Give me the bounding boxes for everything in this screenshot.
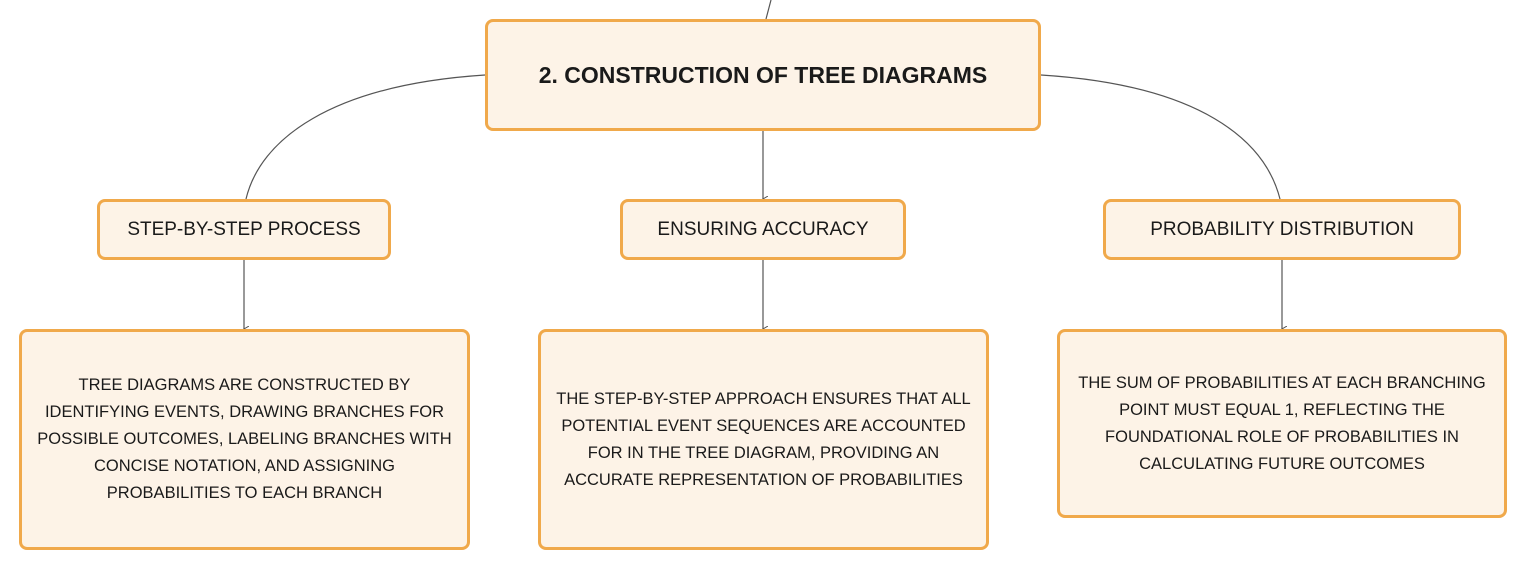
detail-node-probability-distribution[interactable]: THE SUM OF PROBABILITIES AT EACH BRANCHI… — [1057, 329, 1507, 518]
branch-node-label: ENSURING ACCURACY — [657, 218, 869, 240]
connector-root-to-step-by-step — [245, 74, 486, 200]
branch-node-ensuring-accuracy[interactable]: ENSURING ACCURACY — [620, 199, 906, 260]
branch-node-label: STEP-BY-STEP PROCESS — [127, 218, 361, 240]
detail-node-text: THE STEP-BY-STEP APPROACH ENSURES THAT A… — [556, 389, 971, 489]
detail-node-ensuring-accuracy[interactable]: THE STEP-BY-STEP APPROACH ENSURES THAT A… — [538, 329, 989, 550]
root-node[interactable]: 2. CONSTRUCTION OF TREE DIAGRAMS — [485, 19, 1041, 131]
branch-node-probability-distribution[interactable]: PROBABILITY DISTRIBUTION — [1103, 199, 1461, 260]
detail-node-step-by-step-process[interactable]: TREE DIAGRAMS ARE CONSTRUCTED BY IDENTIF… — [19, 329, 470, 550]
connector-parent-to-root — [765, 0, 772, 20]
detail-node-text: THE SUM OF PROBABILITIES AT EACH BRANCHI… — [1078, 373, 1486, 473]
connector-root-to-probability-distribution — [1040, 74, 1281, 200]
root-node-label: 2. CONSTRUCTION OF TREE DIAGRAMS — [538, 61, 988, 88]
branch-node-step-by-step-process[interactable]: STEP-BY-STEP PROCESS — [97, 199, 391, 260]
detail-node-text: TREE DIAGRAMS ARE CONSTRUCTED BY IDENTIF… — [37, 376, 452, 502]
branch-node-label: PROBABILITY DISTRIBUTION — [1150, 218, 1414, 240]
